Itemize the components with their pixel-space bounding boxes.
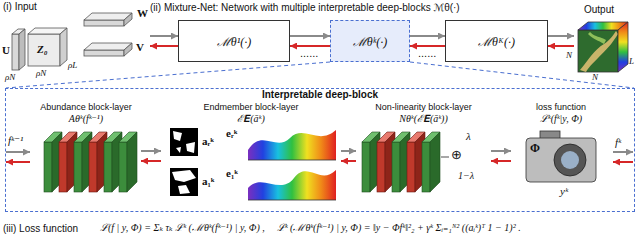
block-formula: ℳθᵏ(·): [353, 33, 387, 50]
panel-title: (iii) Loss function: [3, 223, 78, 235]
weight-label: 1−λ: [458, 170, 474, 182]
layer-block: Endmember block-layerℰ𝐄(āᵏ): [161, 102, 341, 210]
dimension-label: N: [592, 72, 598, 82]
highlighted-block-box: ℳθᵏ(·): [330, 20, 410, 62]
matrix-label: W: [137, 7, 148, 20]
tensor-label: Z₀: [37, 43, 48, 56]
backward-arrow: [491, 160, 511, 162]
panel-title: (i) Input: [3, 1, 37, 13]
ellipsis: ......: [418, 47, 436, 60]
layer-formula: Aθᵏ(fᵏ⁻¹): [31, 113, 141, 125]
layer-formula: ℰ𝐄(āᵏ): [161, 113, 341, 125]
equation: ℒᵏ (ℳθᵏ(fᵏ⁻¹) | y, Φ) = ‖y − Φfᵏ‖²₂ + γᵏ…: [277, 222, 521, 234]
block-formula: ℳθ¹(·): [217, 33, 251, 50]
dimension-label: N: [566, 50, 572, 60]
equation: ℒ(f | y, Φ) = Σₖ τₖ ℒᵏ (ℳθᵏ(fᵏ⁻¹) | y, Φ…: [100, 222, 265, 234]
layer-formula: ℒᵏ(fᵏ|y, Φ): [511, 113, 611, 125]
panel-title: (ii) Mixture-Net: Network with multiple …: [150, 2, 460, 14]
backward-arrow: [341, 160, 356, 162]
layer-block: Non-linearity block-layerNθᵏ(ℰ𝐄(āᵏ)): [356, 102, 491, 210]
matrix-label: U: [2, 44, 10, 57]
deep-block-region: Interpretable deep-blockAbundance block-…: [5, 88, 635, 212]
layer-formula: Nθᵏ(ℰ𝐄(āᵏ)): [356, 113, 491, 125]
abundance-label: aᵣᵏ: [202, 135, 214, 148]
backward-arrow: [141, 160, 161, 162]
forward-arrow: [341, 150, 356, 152]
weight-label: λ: [466, 130, 471, 143]
signal-label: fᵏ: [615, 136, 621, 149]
block-box: ℳθᴷ(·): [445, 20, 548, 62]
dimension-label: ρN: [5, 72, 15, 82]
layer-heading: loss function: [511, 102, 611, 113]
backward-arrow: [290, 45, 330, 47]
layer-heading: Non-linearity block-layer: [356, 102, 491, 113]
forward-arrow: [410, 35, 445, 37]
operator-label: Φ: [530, 142, 540, 156]
forward-arrow: [491, 150, 511, 152]
dimension-label: ρL: [68, 60, 77, 70]
dimension-label: L: [629, 56, 634, 66]
dimension-label: ρN: [36, 68, 46, 78]
layer-heading: Abundance block-layer: [31, 102, 141, 113]
layer-block: Abundance block-layerAθᵏ(fᵏ⁻¹): [31, 102, 141, 210]
endmember-label: e₁ᵏ: [226, 167, 238, 180]
matrix-label: V: [136, 41, 144, 54]
output-label: Output: [584, 4, 614, 16]
abundance-label: a₁ᵏ: [202, 175, 215, 188]
measurement-label: yᵏ: [560, 185, 568, 198]
endmember-label: eᵣᵏ: [226, 127, 237, 140]
block-box: ℳθ¹(·): [178, 20, 290, 62]
ellipsis: ......: [300, 47, 318, 60]
region-title: Interpretable deep-block: [6, 89, 634, 101]
layer-heading: Endmember block-layer: [161, 102, 341, 113]
block-formula: ℳθᴷ(·): [478, 33, 515, 50]
sum-symbol: ⊕: [451, 148, 462, 163]
forward-arrow: [141, 150, 161, 152]
forward-arrow: [290, 35, 330, 37]
signal-label: fᵏ⁻¹: [8, 134, 23, 147]
backward-arrow: [410, 45, 445, 47]
